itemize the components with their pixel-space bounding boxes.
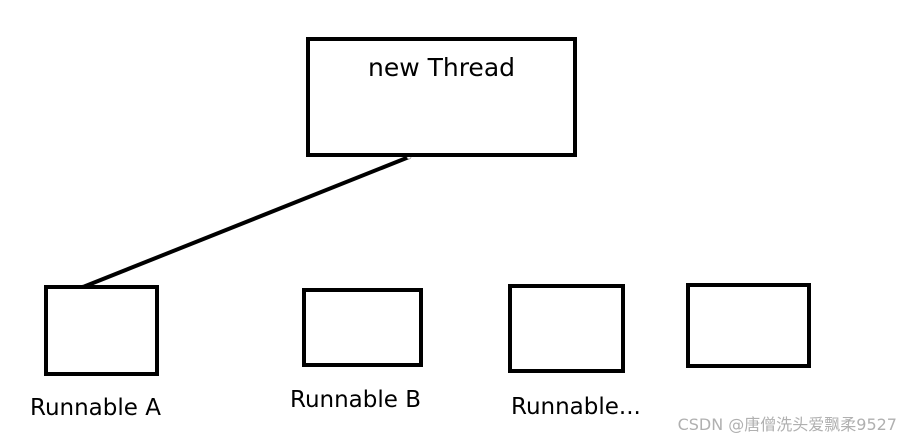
child-box-unlabeled	[686, 283, 811, 368]
child-box-runnable-a	[44, 285, 159, 376]
child-label-runnable-b: Runnable B	[290, 387, 422, 413]
child-box-runnable-b	[302, 288, 423, 367]
watermark-text: CSDN @唐僧洗头爱飘柔9527	[677, 415, 897, 434]
child-label-runnable-more: Runnable...	[511, 394, 641, 420]
child-box-runnable-more	[508, 284, 625, 373]
root-box: new Thread	[306, 37, 577, 157]
root-box-label: new Thread	[367, 53, 516, 82]
connector-line	[82, 155, 410, 289]
child-label-runnable-a: Runnable A	[30, 395, 161, 421]
